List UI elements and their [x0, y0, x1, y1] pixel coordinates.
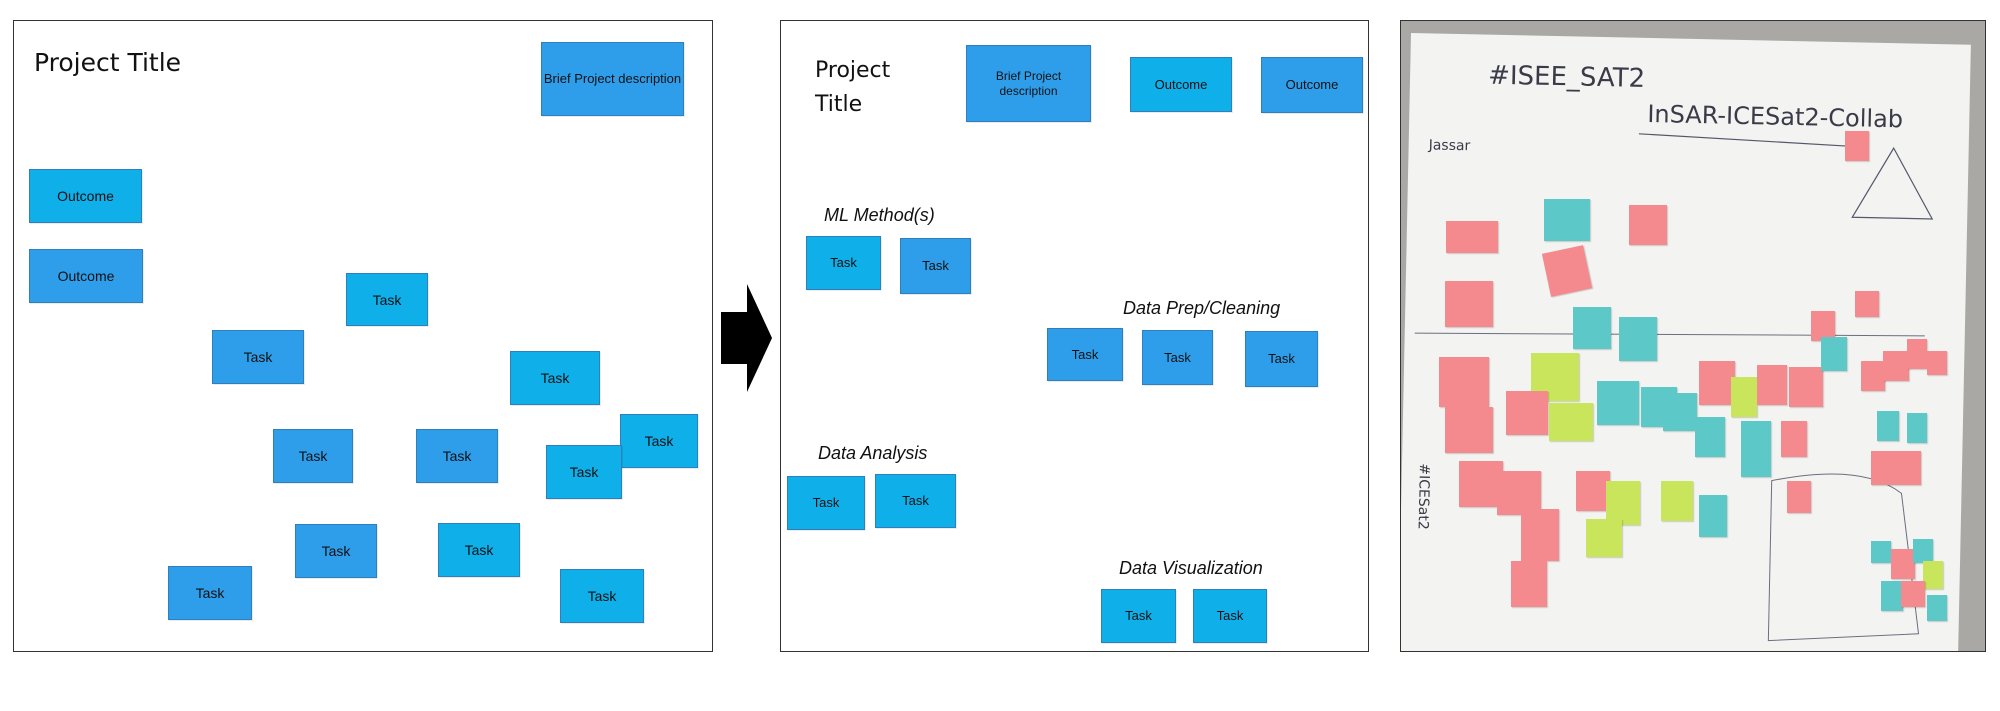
task-note: Task: [900, 238, 971, 294]
description-note: Brief Project description: [541, 42, 684, 116]
sticky-note: [1741, 421, 1771, 477]
sticky-note: [1907, 413, 1927, 443]
sticky-note: [1913, 539, 1933, 563]
task-note: Task: [168, 566, 252, 620]
task-note: Task: [875, 474, 956, 528]
pen-lines: [1414, 133, 1925, 642]
task-note: Task: [273, 429, 353, 483]
task-note: Task: [416, 429, 498, 483]
task-note: Task: [1047, 328, 1123, 381]
sticky-note: [1445, 281, 1493, 327]
sticky-note: [1871, 451, 1921, 485]
group-heading-data-visualization: Data Visualization: [1119, 558, 1263, 578]
sticky-note: [1787, 481, 1811, 513]
task-note: Task: [787, 476, 865, 530]
sticky-note: [1549, 403, 1593, 441]
task-note: Task: [806, 236, 881, 290]
task-note: Task: [546, 445, 622, 499]
sticky-note: [1811, 311, 1835, 341]
task-note: Task: [438, 523, 520, 577]
sticky-note: [1907, 339, 1927, 369]
task-note: Task: [1245, 331, 1318, 387]
outcome-note: Outcome: [1130, 57, 1232, 112]
whiteboard-photo: #ISEE_SAT2 InSAR-ICESat2-Collab Jassar #…: [1400, 20, 1986, 652]
paper-sheet: #ISEE_SAT2 InSAR-ICESat2-Collab Jassar #…: [1401, 33, 1971, 651]
sticky-note: [1511, 561, 1547, 607]
sticky-note: [1757, 365, 1787, 405]
sticky-note: [1521, 509, 1559, 561]
sticky-note: [1871, 541, 1891, 563]
sticky-note: [1597, 381, 1639, 425]
sticky-note: [1821, 337, 1847, 371]
triangle-sketch: [1851, 146, 1934, 220]
task-note: Task: [346, 273, 428, 326]
sticky-note: [1699, 361, 1735, 405]
sticky-note: [1877, 411, 1899, 441]
sticky-note: [1923, 561, 1943, 589]
sticky-note: [1699, 495, 1727, 537]
sticky-note: [1497, 471, 1541, 515]
sticky-note: [1445, 407, 1493, 453]
sticky-note: [1619, 317, 1657, 361]
sticky-note: [1446, 221, 1498, 253]
task-note: Task: [1101, 589, 1176, 643]
sticky-note: [1629, 205, 1667, 245]
sticky-note: [1586, 519, 1622, 557]
sticky-note: [1881, 581, 1903, 611]
sticky-note: [1789, 367, 1823, 407]
group-heading-data-analysis: Data Analysis: [818, 443, 928, 463]
sticky-note: [1459, 461, 1503, 507]
sticky-note: [1663, 393, 1697, 431]
task-note: Task: [560, 569, 644, 623]
group-heading-ml-methods: ML Method(s): [824, 205, 935, 225]
outcome-note: Outcome: [29, 169, 142, 223]
sticky-note: [1861, 361, 1885, 391]
sticky-note: [1541, 245, 1593, 297]
sticky-note: [1576, 471, 1610, 511]
right-arrow-icon: [721, 284, 772, 392]
task-note: Task: [212, 330, 304, 384]
sticky-note: [1573, 307, 1611, 349]
task-note: Task: [1193, 589, 1267, 643]
sticky-note: [1883, 351, 1909, 381]
task-note: Task: [510, 351, 600, 405]
sticky-note: [1891, 549, 1915, 579]
task-note: Task: [620, 414, 698, 468]
sticky-note: [1544, 199, 1590, 241]
description-note: Brief Project description: [966, 45, 1091, 122]
sticky-note: [1927, 351, 1947, 375]
project-title: Project Title: [815, 58, 891, 117]
sticky-note: [1731, 377, 1757, 417]
sticky-note: [1439, 357, 1489, 407]
sticky-note: [1695, 417, 1725, 457]
task-note: Task: [295, 524, 377, 578]
sticky-note: [1927, 595, 1947, 621]
sticky-note: [1901, 581, 1925, 607]
outcome-note: Outcome: [1261, 57, 1363, 113]
sticky-note: [1606, 481, 1640, 525]
sticky-note: [1781, 421, 1807, 457]
group-heading-data-prep: Data Prep/Cleaning: [1123, 298, 1281, 318]
project-title: Project Title: [34, 48, 182, 77]
task-note: Task: [1142, 330, 1213, 385]
sticky-note: [1845, 131, 1869, 161]
sticky-note: [1855, 291, 1879, 317]
sticky-note: [1661, 481, 1693, 521]
outcome-note: Outcome: [29, 249, 143, 303]
sticky-note: [1506, 391, 1548, 435]
